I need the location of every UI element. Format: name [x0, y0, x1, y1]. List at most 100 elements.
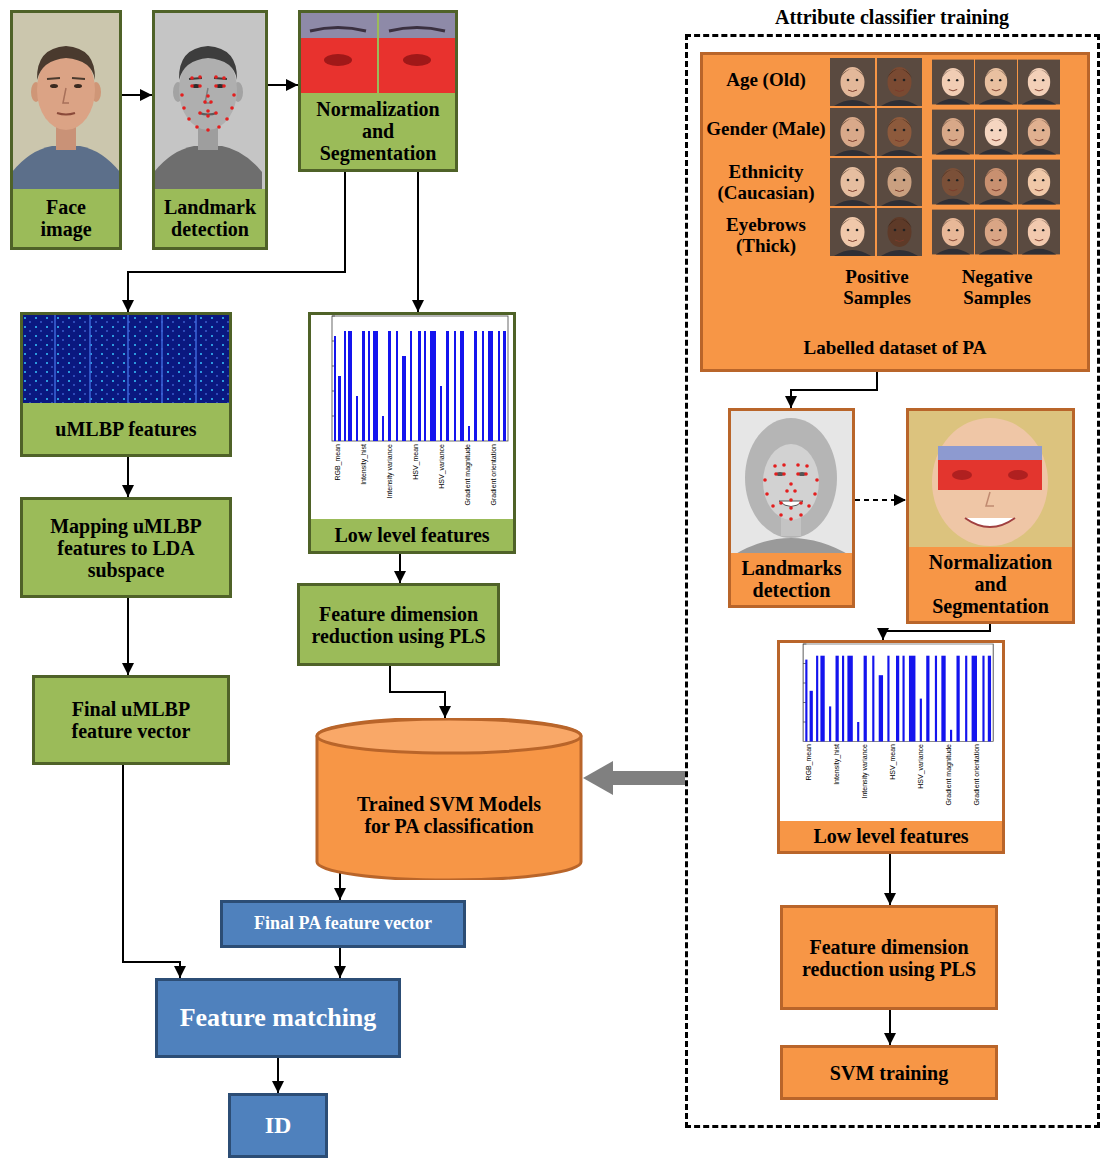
node-label: Feature dimension reduction using PLS [306, 603, 491, 647]
text-slot: Attribute classifier training [732, 6, 1052, 29]
node-label: Landmarks detection [737, 557, 846, 601]
flow-arrow [123, 765, 180, 978]
cylinder-top [317, 719, 581, 753]
axis-label: HSV_mean [412, 444, 420, 514]
image-box: Normalization and Segmentation [298, 10, 458, 172]
axis-label: RGB_mean [805, 744, 813, 814]
process-box: Feature dimension reduction using PLS [780, 905, 998, 1010]
positive-sample-faces [877, 158, 922, 206]
node-label: Normalization and Segmentation [915, 551, 1066, 617]
negative-sample-faces [975, 210, 1017, 255]
negative-sample-faces [975, 60, 1017, 105]
flow-arrow [889, 854, 891, 905]
positive-sample-faces [877, 58, 922, 106]
axis-label-slot: RGB_mean [334, 444, 342, 514]
text-slot: Age (Old) [705, 70, 827, 91]
axis-label: Intensity_hist [360, 444, 368, 514]
photo-box: Face image [10, 10, 122, 250]
negative-sample-faces [932, 110, 974, 155]
node-label: Trained SVM Models for PA classification [345, 793, 553, 837]
flow-arrow [339, 873, 341, 900]
negative-sample-faces [1018, 210, 1060, 255]
text-slot: Gender (Male) [705, 119, 827, 140]
node-label: Gender (Male) [705, 119, 827, 140]
flow-arrow [127, 457, 129, 497]
flow-arrow [889, 1010, 891, 1045]
axis-label-slot: Intensity variance [386, 444, 394, 514]
flow-arrow [417, 172, 419, 312]
training-region: Attribute classifier trainingAge (Old)Ge… [685, 34, 1100, 1128]
positive-sample-faces [830, 158, 875, 206]
text-slot: Ethnicity (Caucasian) [704, 162, 828, 204]
text-slot: Negative Samples [942, 267, 1052, 309]
dataset-panel-fill [700, 52, 1090, 372]
flow-arrow [791, 372, 877, 408]
node-label: Feature matching [180, 1004, 377, 1033]
axis-label-slot: HSV_variance [917, 744, 925, 814]
flow-arrow [277, 1058, 279, 1093]
node-label: Ethnicity (Caucasian) [704, 162, 828, 204]
node-label: Labelled dataset of PA [705, 338, 1085, 359]
flow-arrow [883, 624, 990, 640]
node-label: Final PA feature vector [254, 914, 432, 934]
photo-box: Normalization and Segmentation [906, 408, 1075, 624]
axis-label-slot: Gradient magnitude [945, 744, 953, 814]
axis-label-slot: HSV_mean [889, 744, 897, 814]
axis-label-slot: Intensity_hist [833, 744, 841, 814]
positive-sample-faces [830, 208, 875, 256]
flow-arrow [268, 84, 298, 86]
feature-image-box: uMLBP features [20, 312, 232, 457]
flow-arrow [399, 554, 401, 583]
chart-box: Low level features [308, 312, 516, 554]
positive-sample-faces [877, 208, 922, 256]
axis-label-slot: Intensity_hist [360, 444, 368, 514]
axis-label: Intensity_hist [833, 744, 841, 814]
dataset-box: Age (Old) Gender (Male) Ethnicity (Caucasi… [700, 52, 1090, 372]
negative-sample-faces [975, 110, 1017, 155]
text-slot: Labelled dataset of PA [705, 338, 1085, 359]
node-label: ID [265, 1112, 292, 1138]
positive-sample-faces [830, 58, 875, 106]
axis-label-slot: Gradient orientation [490, 444, 498, 514]
node-label: Negative Samples [942, 267, 1052, 309]
positive-sample-faces [830, 108, 875, 156]
node-label: Low level features [334, 524, 489, 546]
negative-sample-faces [932, 60, 974, 105]
positive-sample-faces [877, 108, 922, 156]
flow-arrow [339, 948, 341, 978]
node-label: uMLBP features [55, 418, 196, 440]
axis-label: Gradient magnitude [464, 444, 472, 514]
process-box: Final uMLBP feature vector [32, 675, 230, 765]
axis-label: HSV_variance [438, 444, 446, 514]
flow-arrow [390, 666, 445, 718]
result-box: ID [228, 1093, 328, 1158]
negative-sample-faces [1018, 160, 1060, 205]
output-box: Final PA feature vector [220, 900, 466, 948]
axis-label-slot: Gradient orientation [973, 744, 981, 814]
model-transfer-arrow [608, 771, 685, 785]
node-label: Landmark detection [161, 196, 259, 240]
flow-arrow [122, 94, 152, 96]
text-slot: Positive Samples [827, 267, 927, 309]
axis-label: Gradient magnitude [945, 744, 953, 814]
process-box: Feature matching [155, 978, 401, 1058]
negative-sample-faces [932, 210, 974, 255]
flow-arrow [855, 499, 906, 501]
node-label: Final uMLBP feature vector [41, 698, 221, 742]
negative-sample-faces [1018, 110, 1060, 155]
axis-label: Intensity variance [861, 744, 869, 814]
node-label: SVM training [830, 1062, 948, 1084]
cylinder-body [317, 718, 581, 880]
node-label: Low level features [813, 825, 968, 847]
negative-sample-faces [975, 160, 1017, 205]
axis-label: RGB_mean [334, 444, 342, 514]
node-label: Eyebrows (Thick) [705, 215, 827, 257]
region-heading: Attribute classifier training [769, 6, 1015, 28]
axis-label: Gradient orientation [490, 444, 498, 514]
axis-label: HSV_variance [917, 744, 925, 814]
process-box: Feature dimension reduction using PLS [297, 583, 500, 666]
axis-label: Intensity variance [386, 444, 394, 514]
negative-sample-faces [932, 160, 974, 205]
